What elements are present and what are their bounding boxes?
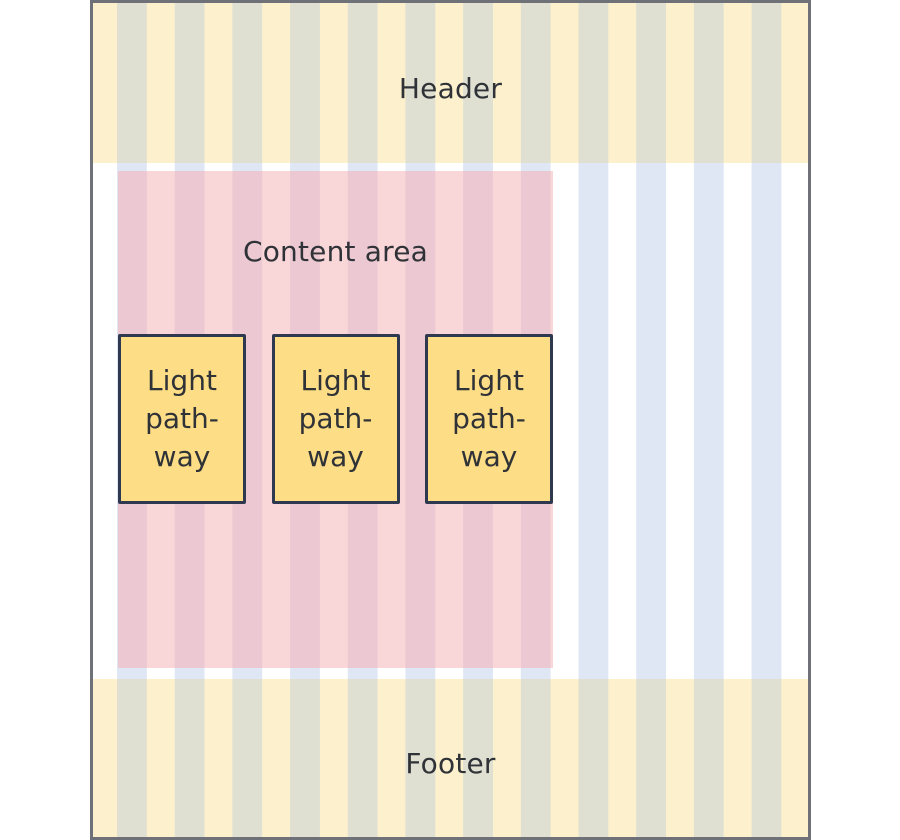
light-pathway-card: Light path- way — [271, 334, 400, 504]
light-pathway-card: Light path- way — [425, 334, 553, 504]
content-area-region: Content area Light path- way Light path-… — [118, 171, 553, 668]
light-pathway-card: Light path- way — [118, 334, 246, 504]
footer-label: Footer — [405, 746, 496, 780]
content-area-label-wrap: Content area — [118, 235, 553, 268]
light-pathway-card-label: Light path- way — [452, 364, 526, 473]
footer-region: Footer — [93, 679, 808, 837]
light-pathway-card-label: Light path- way — [298, 364, 373, 473]
page-viewport: Header Content area Light path- way Ligh… — [90, 0, 811, 840]
header-label: Header — [398, 71, 503, 105]
card-row: Light path- way Light path- way Light pa… — [118, 334, 553, 504]
content-area-label: Content area — [242, 235, 429, 268]
header-region: Header — [93, 3, 808, 163]
light-pathway-card-label: Light path- way — [145, 364, 219, 473]
